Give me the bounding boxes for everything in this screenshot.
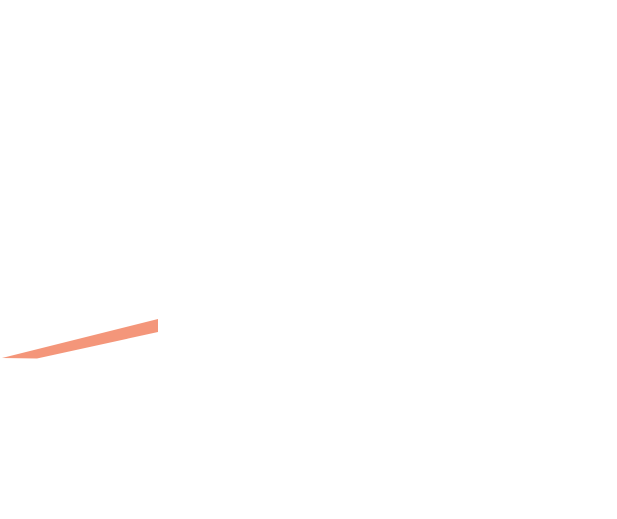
slanted-band-shape	[2, 319, 158, 359]
